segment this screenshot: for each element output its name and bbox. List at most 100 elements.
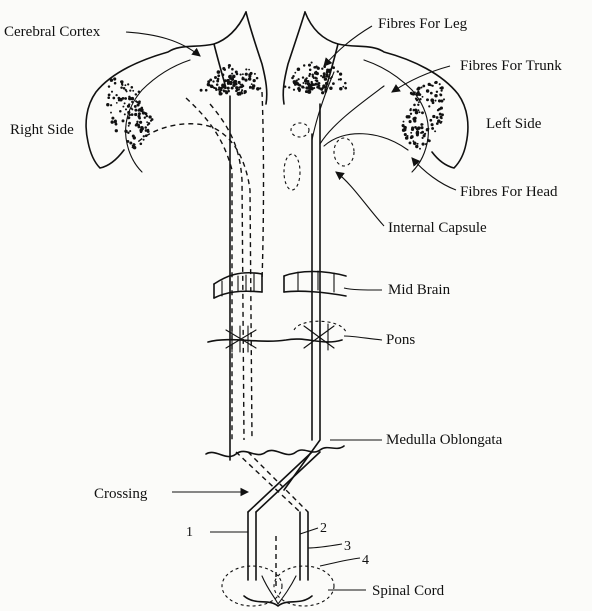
stipple-dot <box>440 99 443 102</box>
stipple-dot <box>332 82 335 85</box>
stipple-dot <box>305 86 308 89</box>
stipple-dot <box>134 105 137 108</box>
stipple-dot <box>145 129 148 132</box>
stipple-dot <box>288 86 290 88</box>
stipple-dot <box>231 87 233 89</box>
stipple-dot <box>214 87 216 89</box>
stipple-dot <box>406 136 408 138</box>
stipple-dot <box>113 77 116 80</box>
stipple-dot <box>310 81 312 83</box>
stipple-dot <box>404 133 407 136</box>
label-fibres-head: Fibres For Head <box>460 184 558 200</box>
stipple-dot <box>219 87 222 90</box>
stipple-dot <box>143 135 145 137</box>
stipple-dot <box>410 136 413 139</box>
stipple-dot <box>214 76 217 79</box>
stipple-dot <box>137 103 140 106</box>
stipple-dot <box>409 141 412 144</box>
stipple-dot <box>223 68 226 71</box>
stipple-dot <box>421 131 424 134</box>
stipple-dot <box>302 76 304 78</box>
stipple-dot <box>129 114 131 116</box>
stipple-dot <box>426 98 429 101</box>
label-fibres-leg: Fibres For Leg <box>378 16 468 32</box>
stipple-dot <box>320 88 322 90</box>
stipple-dot <box>256 77 259 80</box>
stipple-dot <box>107 96 110 99</box>
leader-lines <box>126 26 456 590</box>
stipple-dot <box>427 139 429 141</box>
stipple-dot <box>231 73 233 75</box>
stipple-dot <box>200 89 203 92</box>
stipple-dot <box>131 108 133 110</box>
stipple-dot <box>253 79 256 82</box>
stipple-dot <box>310 86 312 88</box>
label-cerebral-cortex: Cerebral Cortex <box>4 24 101 40</box>
stipple-dot <box>131 113 134 116</box>
stipple-dot <box>293 89 295 91</box>
stipple-dot <box>133 136 136 139</box>
label-left-side: Left Side <box>486 116 542 132</box>
stipple-dot <box>126 90 128 92</box>
stipple-dot <box>314 83 317 86</box>
stipple-dot <box>136 121 138 123</box>
stipple-dot <box>413 104 416 107</box>
stipple-dot <box>297 68 301 72</box>
stipple-dot <box>436 122 439 125</box>
stipple-dot <box>339 87 342 90</box>
stipple-dot <box>217 74 220 77</box>
label-number-2: 2 <box>320 521 327 536</box>
stipple-dot <box>314 77 316 79</box>
stipple-dot <box>128 125 130 127</box>
stipple-dot <box>207 83 210 86</box>
stipple-dot <box>311 73 313 75</box>
pons-section <box>208 321 346 352</box>
stipple-dot <box>127 116 130 119</box>
stipple-dot <box>223 90 225 92</box>
stipple-dot <box>146 115 148 117</box>
stipple-dot <box>418 101 420 103</box>
stipple-dot <box>309 73 311 75</box>
stipple-dot <box>221 83 224 86</box>
stipple-dot <box>415 145 418 148</box>
stipple-dot <box>406 115 409 118</box>
stipple-dot <box>134 109 137 112</box>
stipple-dot <box>225 90 227 92</box>
label-number-4: 4 <box>362 553 369 568</box>
stipple-dot <box>251 83 253 85</box>
stipple-dot <box>434 130 436 132</box>
stipple-dot <box>120 81 122 83</box>
stipple-dot <box>108 85 110 87</box>
stipple-dot <box>409 120 412 123</box>
stipple-dot <box>284 86 286 88</box>
decussation <box>236 452 320 512</box>
stipple-dot <box>127 132 129 134</box>
stipple-dot <box>420 86 422 88</box>
label-number-3: 3 <box>344 539 351 554</box>
stipple-dot <box>440 94 443 97</box>
stipple-dot <box>417 109 419 111</box>
stipple-dot <box>124 97 127 100</box>
stipple-dot <box>123 87 126 90</box>
stipple-dot <box>415 98 417 100</box>
labels: Cerebral Cortex Fibres For Leg Fibres Fo… <box>4 16 562 599</box>
stipple-dot <box>110 112 112 114</box>
stipple-dot <box>325 82 328 85</box>
stipple-dot <box>322 84 326 88</box>
stipple-dot <box>139 142 142 145</box>
stipple-dot <box>344 82 347 85</box>
stipple-dot <box>106 103 109 106</box>
stipple-dot <box>403 121 405 123</box>
stipple-dot <box>303 64 305 66</box>
stipple-dot <box>250 72 253 75</box>
stipple-dot <box>242 73 244 75</box>
stipple-dot <box>424 133 426 135</box>
stipple-dot <box>311 88 313 90</box>
stipple-dot <box>110 79 113 82</box>
stipple-dot <box>443 98 445 100</box>
stipple-dot <box>440 122 442 124</box>
stipple-dot <box>332 66 335 69</box>
stipple-dot <box>419 148 421 150</box>
stipple-dot <box>430 92 433 95</box>
